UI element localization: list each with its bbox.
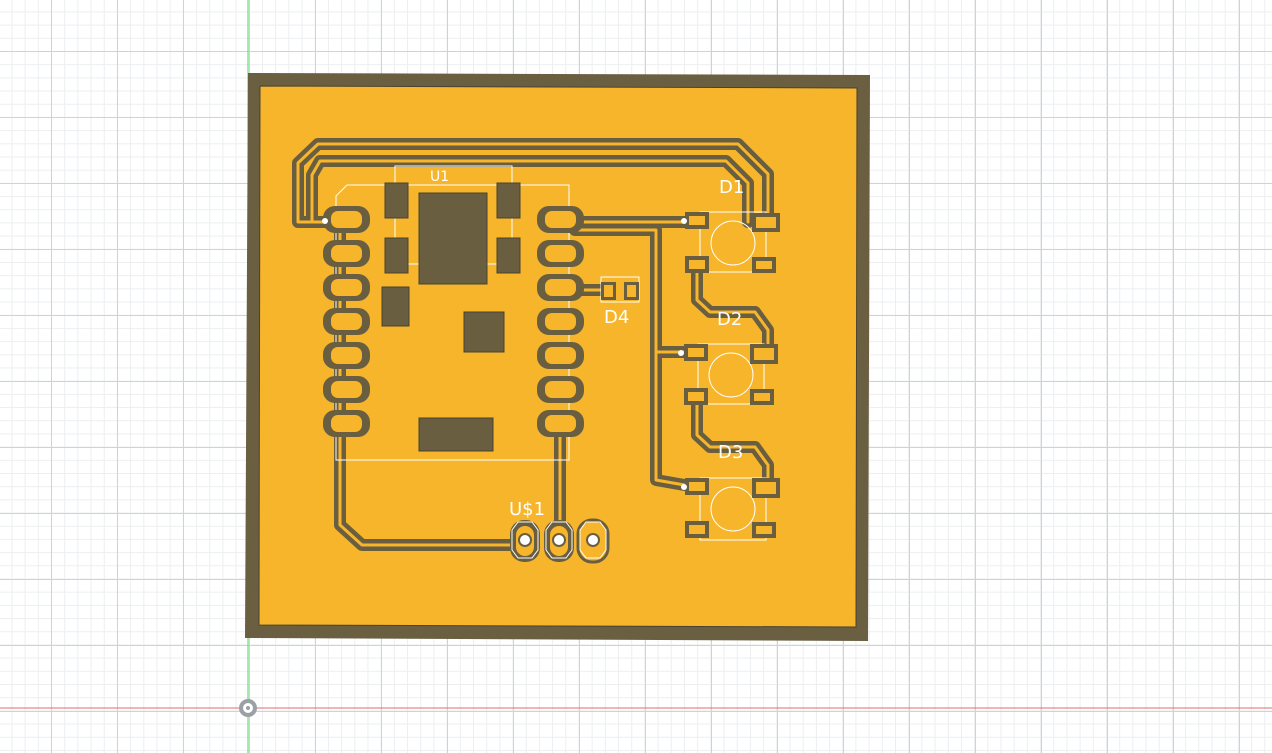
d4-pad-right-inner [627, 285, 636, 297]
component-u1[interactable]: U1 [322, 165, 584, 461]
d3-pad-2-inner [689, 482, 705, 491]
d1-pad-4-inner [756, 261, 772, 269]
d2-silk [697, 343, 765, 405]
d3-pin1-dot [681, 484, 687, 490]
d2-pad-2-inner [688, 348, 704, 357]
component-d1[interactable]: D1 [681, 177, 780, 273]
d2-lens [708, 352, 754, 398]
header-pads [510, 518, 610, 564]
component-d3[interactable]: D3 [681, 442, 780, 541]
d3-pad-4-inner [756, 526, 772, 534]
origin-marker-icon[interactable] [239, 699, 257, 717]
d1-label: D1 [719, 177, 744, 198]
d1-pad-1-inner [689, 260, 705, 269]
d1-silk [699, 211, 767, 273]
d3-silk [699, 477, 767, 541]
u1-smd-pads [381, 182, 521, 452]
header-label: U$1 [509, 499, 545, 520]
u1-right-pad-centers [545, 211, 576, 432]
u1-module-outline [335, 184, 570, 461]
u1-label: U1 [430, 169, 449, 185]
d3-lens [710, 486, 756, 532]
d1-pin1-dot [681, 218, 687, 224]
u1-left-pad-centers [331, 211, 362, 432]
component-header-u1[interactable]: U$1 [509, 499, 610, 564]
d1-pad-2-inner [689, 216, 705, 225]
d3-pad-3-inner [756, 482, 776, 494]
d4-label: D4 [604, 307, 629, 328]
d2-pad-4-inner [754, 393, 770, 401]
d1-pad-3-inner [756, 217, 776, 228]
d3-label: D3 [718, 442, 743, 463]
d3-pad-1-inner [689, 525, 705, 534]
u1-pin1-dot [322, 218, 328, 224]
d2-pad-1-inner [688, 392, 704, 401]
header-silk [511, 521, 607, 559]
d2-pad-3-inner [754, 348, 774, 360]
component-d4[interactable]: D4 [600, 276, 640, 328]
d2-label: D2 [717, 309, 742, 330]
d2-pin1-dot [678, 350, 684, 356]
d4-pad-left-inner [604, 285, 613, 297]
d1-lens [710, 220, 756, 266]
component-d2[interactable]: D2 [678, 309, 778, 405]
